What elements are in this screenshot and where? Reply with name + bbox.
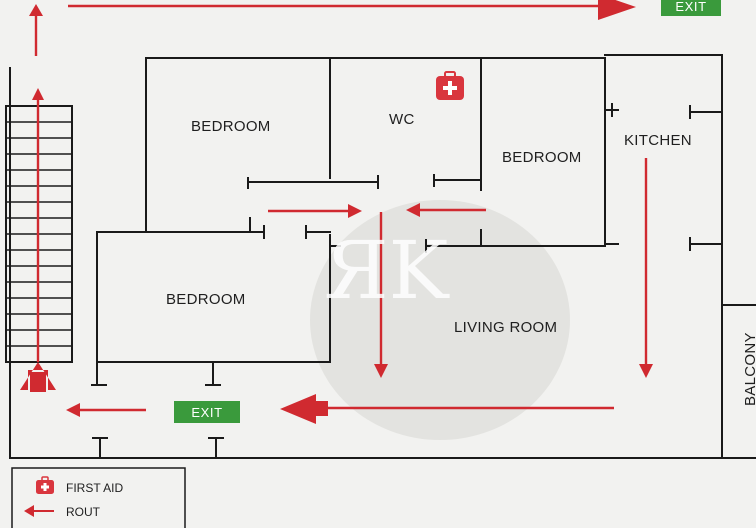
- route-arrow-head: [639, 364, 653, 378]
- room-label-kitchen: KITCHEN: [624, 132, 692, 149]
- route-arrow-head: [29, 4, 43, 16]
- legend-route-label: ROUT: [66, 505, 101, 519]
- route-arrow-head: [406, 203, 420, 217]
- room-label-wc: WC: [389, 111, 415, 128]
- photo-shadow: [310, 200, 570, 440]
- room-label-bedroom-top-right: BEDROOM: [502, 149, 582, 166]
- room-label-living-room: LIVING ROOM: [454, 319, 557, 336]
- legend-first-aid-label: FIRST AID: [66, 481, 123, 495]
- route-arrow-head: [66, 403, 80, 417]
- route-arrow-head-large: [598, 0, 636, 20]
- legend-first-aid-icon: [36, 476, 54, 494]
- route-arrow-head: [32, 88, 44, 100]
- route-arrow-tail: [30, 372, 46, 392]
- route-arrow-head-large: [20, 362, 56, 390]
- room-label-bedroom-top-left: BEDROOM: [191, 118, 271, 135]
- first-aid-icon: [436, 71, 464, 100]
- exit-sign-bottom-label: EXIT: [191, 405, 222, 420]
- walls: [9, 54, 756, 459]
- room-label-balcony: BALCONY: [742, 332, 756, 406]
- legend: FIRST AID ROUT: [11, 467, 186, 528]
- route-arrow-head: [348, 204, 362, 218]
- exit-sign-top-label: EXIT: [675, 0, 706, 14]
- evacuation-routes: [20, 0, 653, 424]
- exit-sign-top: EXIT: [661, 0, 721, 16]
- watermark-logo: ЯK: [324, 224, 450, 317]
- route-arrow-head: [374, 364, 388, 378]
- room-label-bedroom-bottom-left: BEDROOM: [166, 291, 246, 308]
- route-arrow-head-large: [280, 394, 316, 424]
- route-arrow-tail: [314, 401, 328, 416]
- exit-sign-bottom: EXIT: [174, 401, 240, 423]
- legend-route-arrow-icon: [24, 505, 54, 517]
